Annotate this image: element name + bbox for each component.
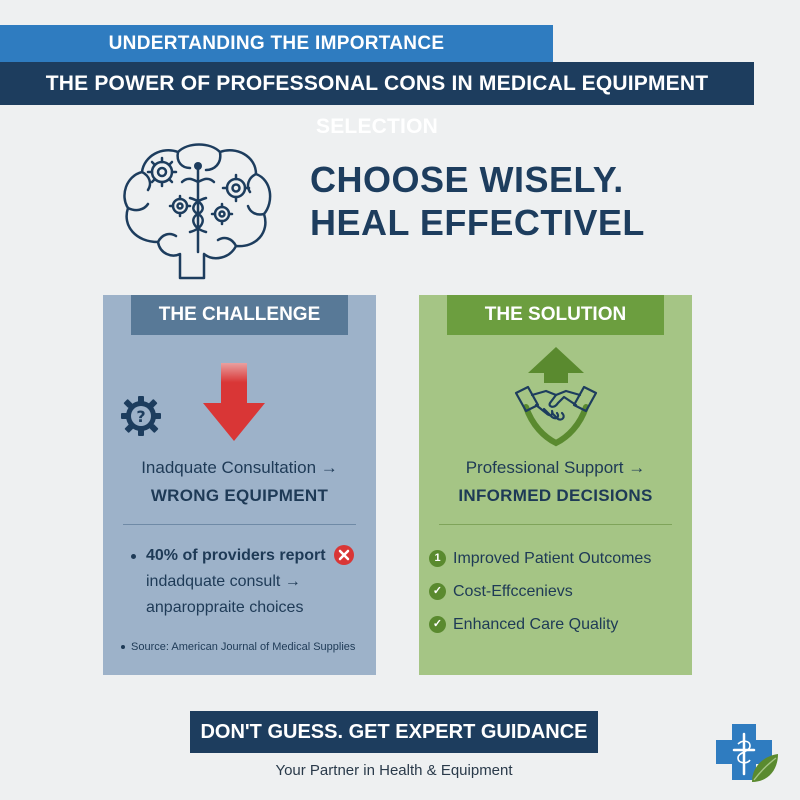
cta-banner: DON'T GUESS. GET EXPERT GUIDANCE [190,711,598,753]
solution-divider [439,524,672,525]
solution-item-label: Improved Patient Outcomes [453,550,652,567]
challenge-line1: Inadquate Consultation → [141,458,338,477]
brain-gears-caduceus-icon [123,143,272,280]
header-title: THE POWER OF PROFESSONAL CONS IN MEDICAL… [0,62,754,138]
challenge-stat-line1: 40% of providers report [146,547,326,564]
svg-text:?: ? [136,407,145,426]
solution-item: ✓ Cost-Effccenievs [429,583,573,601]
headline-line2: HEAL EFFECTIVEL [310,202,645,243]
challenge-heading: THE CHALLENGE [131,295,348,335]
checkmark-icon: ✓ [429,616,446,633]
challenge-source: Source: American Journal of Medical Supp… [131,641,356,653]
bullet-dot [131,554,136,559]
number-badge-icon: 1 [429,550,446,567]
solution-item-label: Enhanced Care Quality [453,616,619,633]
headline: CHOOSE WISELY. HEAL EFFECTIVEL [310,158,645,244]
medical-cross-leaf-logo [716,724,778,782]
tagline: Your Partner in Health & Equipment [275,762,513,779]
challenge-stat-line2: indadquate consult → [146,573,301,590]
challenge-stat-line3: anparoppraite choices [146,599,304,616]
challenge-stat: 40% of providers report indadquate consu… [146,543,326,621]
solution-item: 1 Improved Patient Outcomes [429,550,652,568]
challenge-divider [123,524,356,525]
source-bullet [121,645,125,649]
header-kicker: UNDERTANDING THE IMPORTANCE [0,25,553,62]
solution-item: ✓ Enhanced Care Quality [429,616,619,634]
down-arrow-icon [203,363,265,441]
solution-heading: THE SOLUTION [447,295,664,335]
error-x-icon [334,545,354,565]
challenge-panel: THE CHALLENGE ? Inadquate Consultation →… [103,295,376,675]
solution-line1: Professional Support → [465,458,646,477]
headline-line1: CHOOSE WISELY. [310,159,624,200]
challenge-line2: WRONG EQUIPMENT [150,486,329,505]
solution-panel: THE SOLUTION Professional Support → INFO… [419,295,692,675]
solution-item-label: Cost-Effccenievs [453,583,573,600]
checkmark-icon: ✓ [429,583,446,600]
handshake-shield-icon [514,347,598,447]
question-gear-icon: ? [121,396,161,436]
solution-line2: INFORMED DECISIONS [458,486,653,505]
